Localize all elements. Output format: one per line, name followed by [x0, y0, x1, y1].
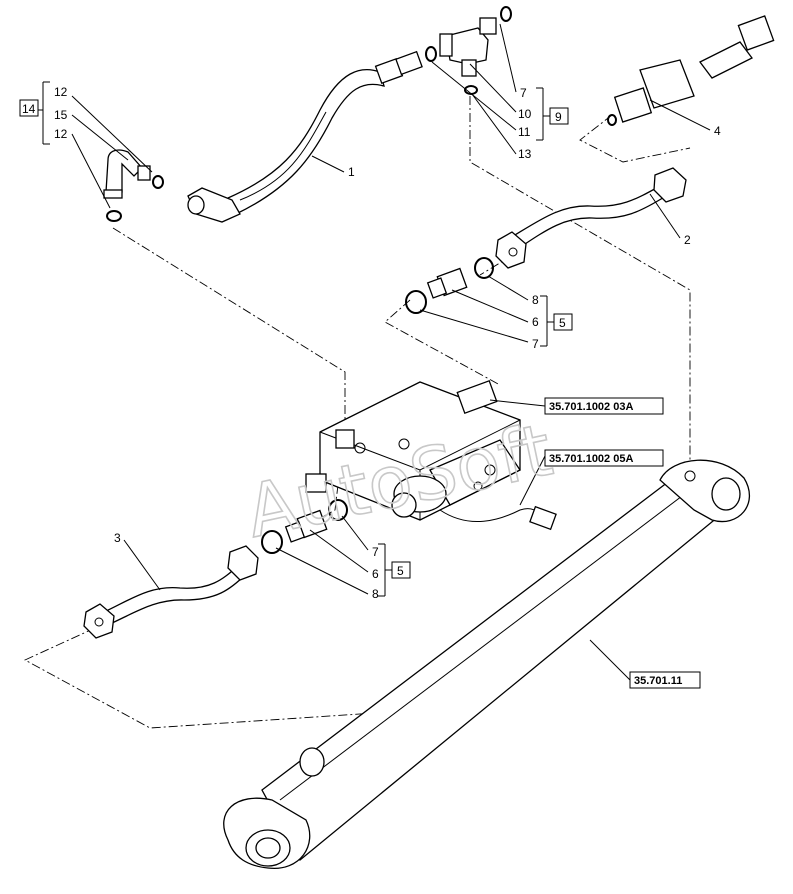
callout-7-lower: 7	[372, 545, 379, 559]
callout-6-lower: 6	[372, 567, 379, 581]
callout-11: 11	[518, 125, 531, 139]
callout-9: 9	[555, 110, 562, 124]
pipe-3	[83, 545, 259, 639]
callout-12-bottom: 12	[54, 127, 68, 141]
callout-8-lower: 8	[372, 587, 379, 601]
hydraulic-cylinder	[223, 459, 750, 869]
callout-5-upper: 5	[559, 316, 566, 330]
adapter-4	[607, 15, 775, 126]
callout-2: 2	[684, 233, 691, 247]
hose-assembly	[187, 50, 423, 223]
callout-13: 13	[518, 147, 532, 161]
tee-fitting-10	[425, 6, 512, 95]
callout-15: 15	[54, 108, 68, 122]
callout-7-upper: 7	[532, 337, 539, 351]
control-valve-block	[305, 380, 557, 531]
callout-14: 14	[22, 102, 36, 116]
elbow-fitting-15	[103, 149, 164, 222]
fittings-upper-group	[405, 257, 494, 314]
leader-lines	[38, 23, 711, 681]
callout-4: 4	[714, 124, 721, 138]
callout-8-upper: 8	[532, 293, 539, 307]
pipe-2	[495, 167, 687, 269]
callout-7-top: 7	[520, 86, 527, 100]
callout-6-upper: 6	[532, 315, 539, 329]
reference-valve-05a: 35.701.1002 05A	[549, 453, 633, 465]
callout-10: 10	[518, 107, 532, 121]
callout-3: 3	[114, 531, 121, 545]
callout-labels: 12 15 12 14 1 7 10 11 13 9 4 2 8 6 7 5 7…	[19, 85, 721, 601]
callout-1: 1	[348, 165, 355, 179]
reference-cylinder: 35.701.11	[634, 675, 682, 687]
fittings-lower-group	[261, 499, 348, 554]
callout-5-lower: 5	[397, 564, 404, 578]
reference-labels: 35.701.1002 03A 35.701.1002 05A 35.701.1…	[544, 397, 701, 689]
callout-12-top: 12	[54, 85, 68, 99]
reference-valve-03a: 35.701.1002 03A	[549, 401, 633, 413]
